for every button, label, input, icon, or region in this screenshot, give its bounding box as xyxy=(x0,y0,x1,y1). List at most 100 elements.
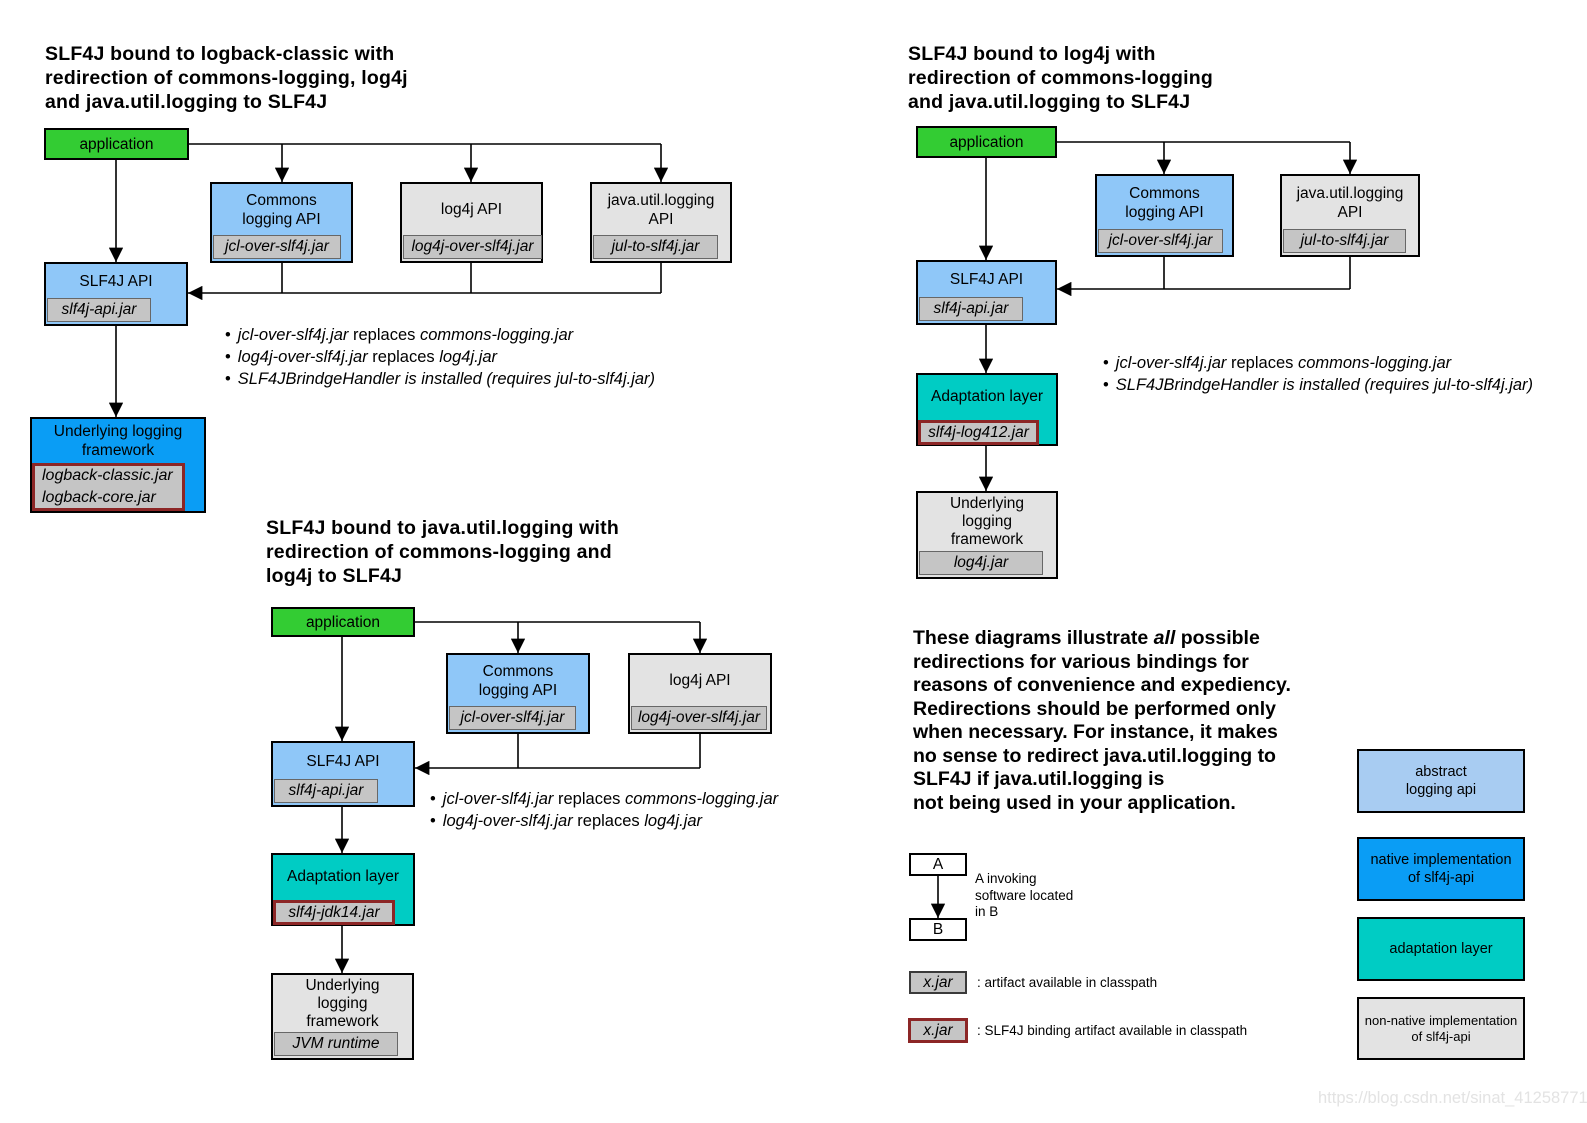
bullet-marker: • xyxy=(1103,354,1109,372)
log4j-api-label: log4j API xyxy=(669,672,731,689)
jar-name-text: jcl-over-slf4j.jar xyxy=(1115,354,1227,372)
legend-nonnative-implementation: non-native implementation of slf4j-api xyxy=(1357,997,1525,1060)
legend-adaptation-layer: adaptation layer xyxy=(1357,917,1525,981)
diagram2-underlying-framework-node: Underlying logging framework log4j.jar xyxy=(916,491,1058,579)
note-text: replaces xyxy=(1226,354,1298,372)
logback-jars-label: logback-classic.jar logback-core.jar xyxy=(32,463,185,511)
diagram3-underlying-framework-node: Underlying logging framework JVM runtime xyxy=(271,973,414,1060)
jar-name-text: log4j.jar xyxy=(644,812,703,830)
diagram2-notes: • jcl-over-slf4j.jar replaces commons-log… xyxy=(1103,352,1533,396)
jul-api-label: java.util.logging API xyxy=(607,191,715,228)
slf4j-api-label: SLF4J API xyxy=(949,271,1024,288)
jcl-over-slf4j-jar-label: jcl-over-slf4j.jar xyxy=(1098,229,1223,253)
bullet-marker: • xyxy=(430,790,436,808)
legend-artifact-jar-box: x.jar xyxy=(909,971,967,994)
diagram1-underlying-framework-node: Underlying logging framework logback-cla… xyxy=(30,417,206,513)
diagram1-notes: • jcl-over-slf4j.jar replaces commons-log… xyxy=(225,324,655,390)
diagram3-slf4j-api-node: SLF4J API slf4j-api.jar xyxy=(271,741,415,807)
diagram1-jul-api-node: java.util.logging API jul-to-slf4j.jar xyxy=(590,182,732,263)
diagram1-title: SLF4J bound to logback-classic with redi… xyxy=(45,43,408,113)
legend-native-implementation: native implementation of slf4j-api xyxy=(1357,837,1525,901)
diagram2-jul-api-node: java.util.logging API jul-to-slf4j.jar xyxy=(1280,174,1420,257)
legend-ab-caption: A invoking software located in B xyxy=(975,871,1074,919)
jar-name-text: jcl-over-slf4j.jar xyxy=(442,790,554,808)
application-label: application xyxy=(949,133,1024,151)
note-line: • SLF4JBrindgeHandler is installed (requi… xyxy=(225,368,655,390)
note-line: • SLF4JBrindgeHandler is installed (requi… xyxy=(1103,374,1533,396)
jar-sample-label: x.jar xyxy=(923,1021,953,1039)
diagram3-commons-logging-api-node: Commons logging API jcl-over-slf4j.jar xyxy=(446,653,590,734)
adaptation-layer-label: Adaptation layer xyxy=(930,388,1044,405)
slf4j-api-label: SLF4J API xyxy=(79,272,153,290)
bullet-marker: • xyxy=(225,370,231,388)
diagram1-log4j-api-node: log4j API log4j-over-slf4j.jar xyxy=(400,182,543,263)
watermark: https://blog.csdn.net/sinat_41258771 xyxy=(1318,1089,1587,1107)
note-text: SLF4JBrindgeHandler is installed (requir… xyxy=(237,370,656,388)
legend-box-a: A xyxy=(909,853,967,876)
underlying-framework-label: Underlying logging framework xyxy=(53,423,183,459)
jar-name-text: log4j.jar xyxy=(439,348,498,366)
diagram1-application-node: application xyxy=(44,128,189,160)
jcl-over-slf4j-jar-label: jcl-over-slf4j.jar xyxy=(449,706,576,730)
slf4j-log412-jar-label: slf4j-log412.jar xyxy=(918,420,1039,445)
commons-logging-api-label: Commons logging API xyxy=(1125,184,1204,221)
jar-name-text: log4j-over-slf4j.jar xyxy=(237,348,368,366)
note-text: These diagrams illustrate xyxy=(913,627,1154,649)
jar-name-text: commons-logging.jar xyxy=(419,326,574,344)
note-line: • jcl-over-slf4j.jar replaces commons-log… xyxy=(430,788,778,810)
note-text: replaces xyxy=(367,348,440,366)
note-line: • log4j-over-slf4j.jar replaces log4j.jar xyxy=(225,346,655,368)
commons-logging-api-label: Commons logging API xyxy=(478,662,558,699)
legend-b-label: B xyxy=(932,920,944,938)
jar-name-text: commons-logging.jar xyxy=(624,790,779,808)
note-line: • jcl-over-slf4j.jar replaces commons-log… xyxy=(1103,352,1533,374)
legend-a-label: A xyxy=(932,855,944,873)
application-label: application xyxy=(305,613,381,631)
application-label: application xyxy=(79,135,154,153)
slf4j-api-jar-label: slf4j-api.jar xyxy=(919,297,1023,321)
bullet-marker: • xyxy=(430,812,436,830)
jar-name-text: log4j-over-slf4j.jar xyxy=(442,812,573,830)
log4j-over-slf4j-jar-label: log4j-over-slf4j.jar xyxy=(631,706,767,730)
jar-sample-label: x.jar xyxy=(923,973,953,991)
note-text: replaces xyxy=(572,812,645,830)
diagram2-slf4j-api-node: SLF4J API slf4j-api.jar xyxy=(916,260,1057,325)
slf4j-api-jar-label: slf4j-api.jar xyxy=(47,298,151,322)
bullet-marker: • xyxy=(1103,376,1109,394)
log4j-api-label: log4j API xyxy=(440,201,503,218)
slf4j-api-label: SLF4J API xyxy=(306,752,380,770)
jvm-runtime-jar-label: JVM runtime xyxy=(274,1032,398,1056)
jcl-over-slf4j-jar-label: jcl-over-slf4j.jar xyxy=(213,235,341,259)
note-text: possible redirections for various bindin… xyxy=(913,627,1291,814)
underlying-framework-label: Underlying logging framework xyxy=(949,495,1025,548)
explanatory-note: These diagrams illustrate all possible r… xyxy=(913,627,1323,815)
diagram1-commons-logging-api-node: Commons logging API jcl-over-slf4j.jar xyxy=(210,182,353,263)
jar-name-text: commons-logging.jar xyxy=(1297,354,1452,372)
diagram2-adaptation-layer-node: Adaptation layer slf4j-log412.jar xyxy=(916,373,1058,446)
log4j-over-slf4j-jar-label: log4j-over-slf4j.jar xyxy=(403,235,542,259)
log4j-jar-label: log4j.jar xyxy=(919,551,1043,575)
note-emphasis: all xyxy=(1153,627,1176,649)
diagram3-notes: • jcl-over-slf4j.jar replaces commons-log… xyxy=(430,788,778,832)
note-text: SLF4JBrindgeHandler is installed (requir… xyxy=(1115,376,1534,394)
diagram3-adaptation-layer-node: Adaptation layer slf4j-jdk14.jar xyxy=(271,853,415,926)
note-line: • log4j-over-slf4j.jar replaces log4j.jar xyxy=(430,810,778,832)
jar-name-text: jcl-over-slf4j.jar xyxy=(237,326,349,344)
jul-to-slf4j-jar-label: jul-to-slf4j.jar xyxy=(593,235,718,259)
bullet-marker: • xyxy=(225,326,231,344)
legend-abstract-logging-api: abstract logging api xyxy=(1357,749,1525,813)
note-text: replaces xyxy=(348,326,420,344)
note-text: replaces xyxy=(553,790,625,808)
adaptation-layer-label: Adaptation layer xyxy=(286,868,400,885)
legend-binding-jar-box: x.jar xyxy=(908,1018,968,1043)
slf4j-jdk14-jar-label: slf4j-jdk14.jar xyxy=(273,900,395,925)
diagram2-title: SLF4J bound to log4j with redirection of… xyxy=(908,43,1214,113)
diagram3-application-node: application xyxy=(271,607,415,637)
bullet-marker: • xyxy=(225,348,231,366)
diagram3-title: SLF4J bound to java.util.logging with re… xyxy=(266,517,619,587)
note-line: • jcl-over-slf4j.jar replaces commons-log… xyxy=(225,324,655,346)
commons-logging-api-label: Commons logging API xyxy=(242,191,321,228)
diagram2-application-node: application xyxy=(916,126,1057,158)
diagram2-commons-logging-api-node: Commons logging API jcl-over-slf4j.jar xyxy=(1095,174,1234,257)
